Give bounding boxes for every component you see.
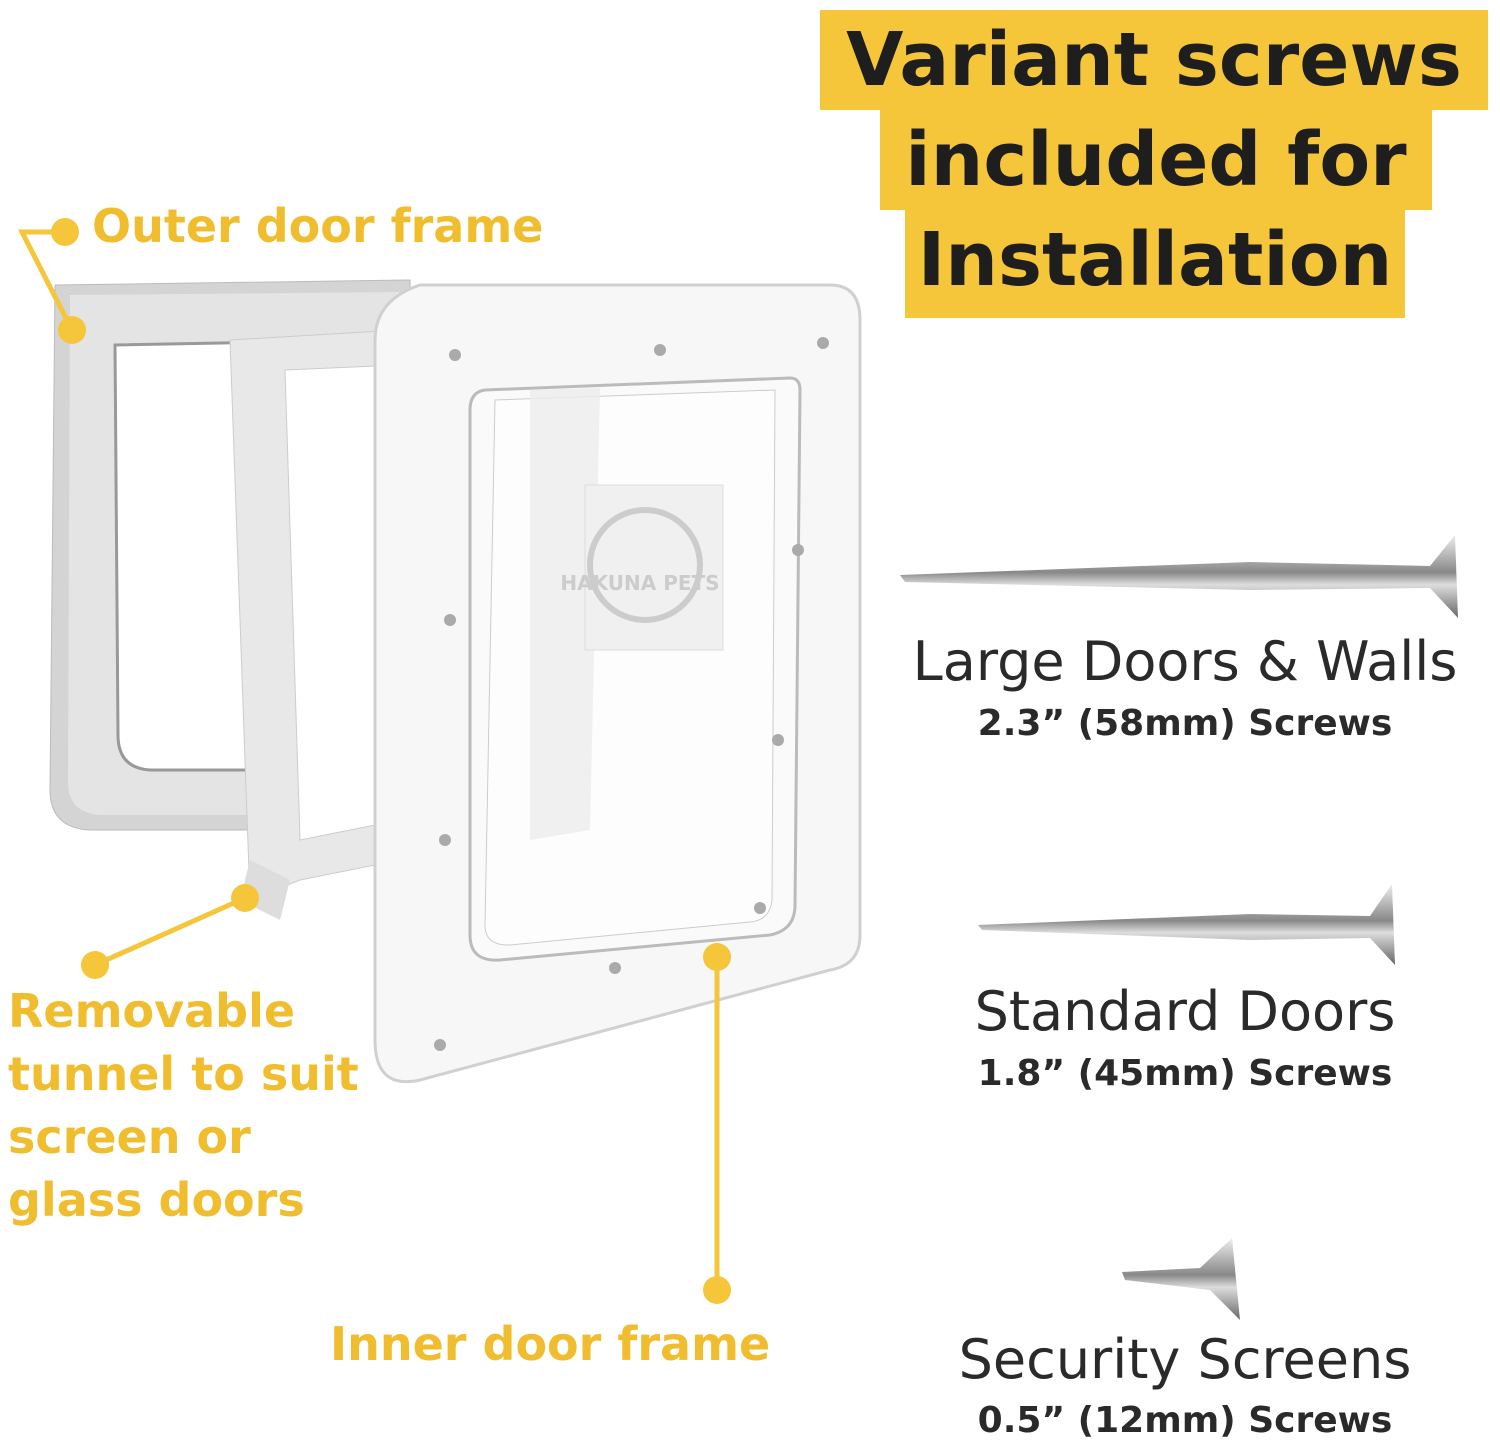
- screw-large-title: Large Doors & Walls: [912, 630, 1458, 693]
- leader-lines: [17, 229, 720, 1290]
- screw-standard-size: 1.8” (45mm) Screws: [977, 1053, 1393, 1094]
- screw-standard-icon: [978, 884, 1395, 965]
- tunnel-label-1: Removable: [8, 984, 296, 1038]
- outer-frame-label: Outer door frame: [92, 199, 544, 253]
- headline-line-1: Variant screws: [820, 10, 1488, 110]
- inner-door-frame: HAKUNA PETS: [373, 283, 862, 1084]
- tunnel-label-4: glass doors: [8, 1173, 305, 1227]
- headline-line-3: Installation: [905, 210, 1405, 318]
- screw-large-size: 2.3” (58mm) Screws: [977, 703, 1393, 744]
- headline-line-2: included for: [880, 110, 1432, 210]
- tunnel-label-3: screen or: [8, 1110, 251, 1164]
- screw-security-title: Security Screens: [958, 1328, 1412, 1391]
- screw-security-icon: [1122, 1238, 1240, 1320]
- tunnel-label-2: tunnel to suit: [8, 1047, 359, 1101]
- screw-standard-title: Standard Doors: [974, 980, 1396, 1043]
- screw-security-size: 0.5” (12mm) Screws: [977, 1400, 1393, 1441]
- brand-logo: HAKUNA PETS: [560, 571, 719, 595]
- inner-frame-label: Inner door frame: [330, 1317, 771, 1371]
- screw-large-icon: [900, 535, 1458, 618]
